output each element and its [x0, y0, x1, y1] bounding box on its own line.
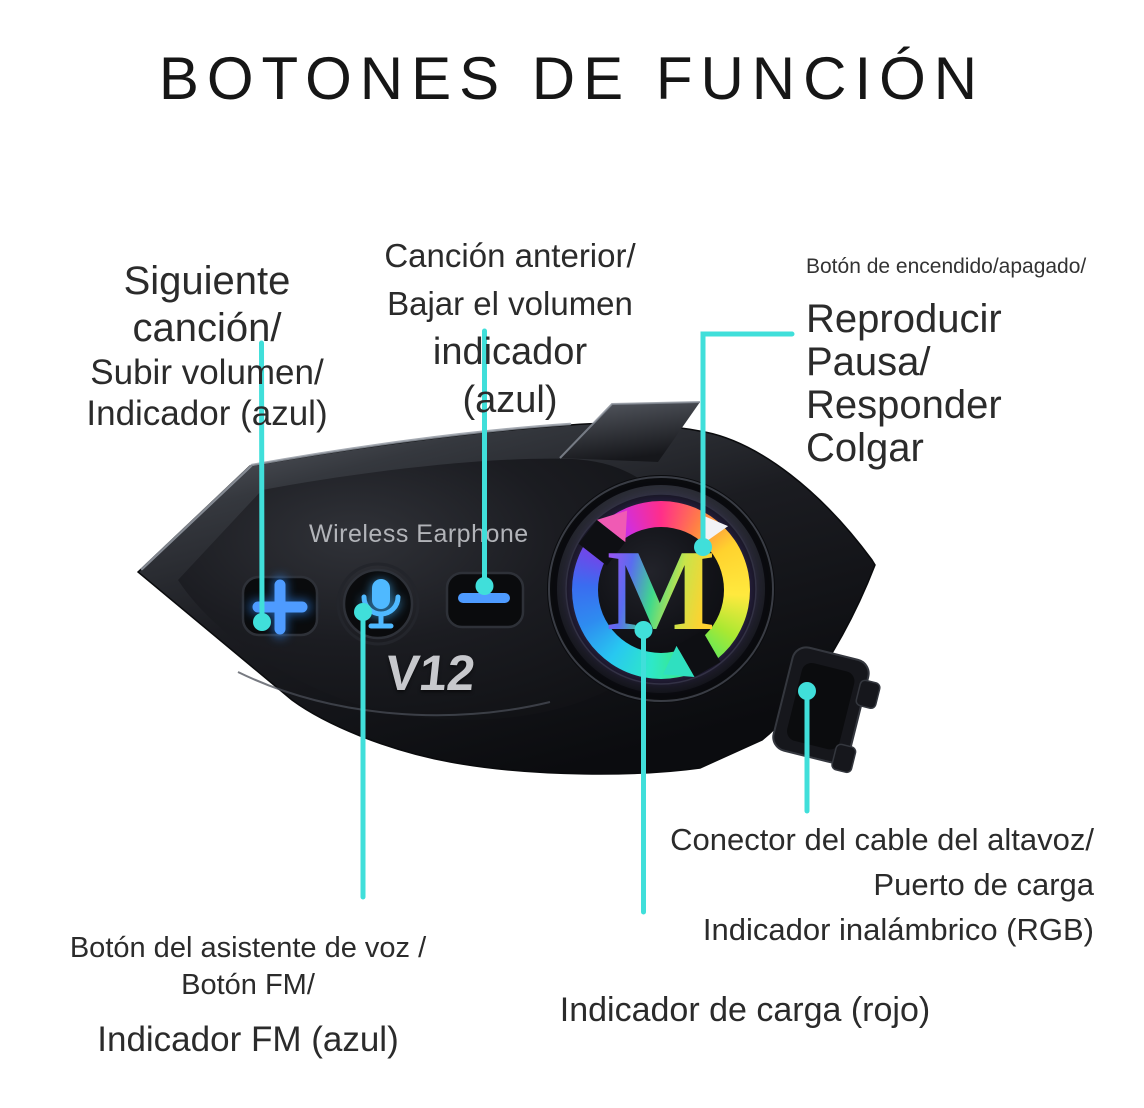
label-line: Responder [806, 383, 1002, 427]
callout-line-play [700, 331, 795, 548]
label-line: Bajar el volumen [387, 285, 633, 322]
label-line: Botón del asistente de voz / [69, 932, 427, 964]
callout-label-voice-assistant: Botón del asistente de voz / Botón FM/ I… [40, 930, 456, 1060]
label-line: indicador [432, 331, 588, 373]
ring-arrow-break-bottom [662, 630, 721, 678]
label-line: Canción anterior/ [384, 237, 636, 274]
label-line: Reproducir [806, 297, 1002, 341]
callout-label-play: Reproducir Pausa/ Responder Colgar [806, 298, 1136, 470]
label-line: Conector del cable del altavoz/ [670, 822, 1094, 857]
label-line: Indicador (azul) [86, 394, 328, 433]
label-line: Puerto de carga [873, 867, 1094, 902]
callout-dot-voice [354, 603, 372, 621]
label-line: canción/ [132, 306, 282, 350]
device-top-highlight [140, 422, 572, 571]
device-seam [237, 671, 551, 717]
callout-dot-connector [798, 682, 816, 700]
device-brand-text: Wireless Earphone [309, 520, 529, 548]
ring-arrow-break-top [578, 510, 628, 566]
callout-line-next-song [259, 340, 265, 623]
label-line: Indicador inalámbrico (RGB) [702, 912, 1094, 947]
callout-label-prev-song: Canción anterior/ Bajar el volumen indic… [368, 232, 652, 424]
label-line: Siguiente [123, 259, 291, 303]
page-title: BOTONES DE FUNCIÓN [158, 45, 986, 112]
device-face-panel [178, 458, 681, 720]
plus-icon [252, 579, 308, 635]
volume-down-button [445, 571, 525, 629]
label-line: Botón FM/ [181, 969, 315, 1001]
callout-label-next-song: Siguiente canción/ Subir volumen/ Indica… [48, 258, 366, 434]
logo-housing-edge [548, 476, 774, 702]
callout-dot-next-song [253, 613, 271, 631]
label-line: Pausa/ [806, 340, 931, 384]
callout-label-speaker-connector: Conector del cable del altavoz/ Puerto d… [644, 817, 1094, 952]
callout-dot-charging [634, 621, 653, 639]
device-fin [560, 402, 700, 462]
ring-arrow-white [702, 515, 729, 544]
label-line: (azul) [462, 379, 558, 421]
label-line: Subir volumen/ [90, 353, 324, 392]
callout-dot-prev-song [475, 577, 494, 595]
label-line: Indicador FM (azul) [97, 1020, 399, 1059]
callout-dot-play [694, 538, 712, 556]
callout-label-power: Botón de encendido/apagado/ [806, 255, 1087, 278]
connector-clip [772, 646, 881, 774]
device-fin-highlight [559, 401, 701, 459]
logo-face-edge [565, 493, 757, 685]
label-line: Colgar [806, 426, 924, 470]
callout-label-charging: Indicador de carga (rojo) [559, 991, 931, 1029]
